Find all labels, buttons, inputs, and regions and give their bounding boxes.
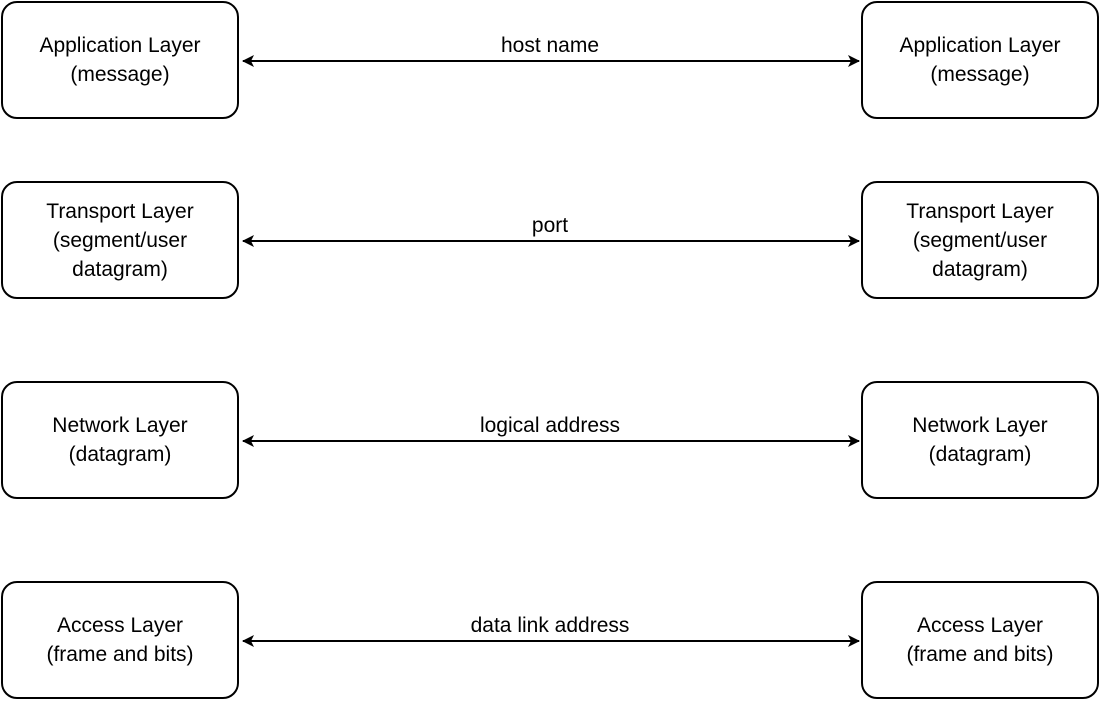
left-application-layer-unit: (message): [70, 63, 170, 86]
data-link-address-label: data link address: [470, 614, 630, 637]
right-access-layer-unit: (frame and bits): [906, 643, 1054, 666]
right-application-layer-unit: (message): [930, 63, 1030, 86]
left-access-layer-title: Access Layer: [56, 614, 184, 637]
left-network-layer-unit: (datagram): [68, 443, 172, 466]
right-access-layer-box: Access Layer (frame and bits): [861, 581, 1099, 699]
left-transport-layer-unit-cont: datagram): [72, 257, 168, 281]
right-application-layer-box: Application Layer (message): [861, 1, 1099, 119]
right-application-layer-title: Application Layer: [899, 34, 1061, 57]
port-label: port: [531, 214, 569, 237]
left-transport-layer-title: Transport Layer: [46, 199, 194, 223]
right-network-layer-title: Network Layer: [912, 414, 1048, 437]
right-transport-layer-title: Transport Layer: [906, 199, 1054, 223]
right-network-layer-box: Network Layer (datagram): [861, 381, 1099, 499]
left-network-layer-title: Network Layer: [52, 414, 188, 437]
left-access-layer-box: Access Layer (frame and bits): [1, 581, 239, 699]
left-access-layer-unit: (frame and bits): [46, 643, 194, 666]
right-transport-layer-unit-cont: datagram): [932, 257, 1028, 281]
left-application-layer-box: Application Layer (message): [1, 1, 239, 119]
left-application-layer-title: Application Layer: [39, 34, 201, 57]
right-network-layer-unit: (datagram): [928, 443, 1032, 466]
right-transport-layer-unit: (segment/user: [912, 228, 1048, 252]
host-name-label: host name: [500, 34, 600, 57]
logical-address-label: logical address: [479, 414, 621, 437]
left-transport-layer-unit: (segment/user: [52, 228, 188, 252]
left-transport-layer-box: Transport Layer (segment/user datagram): [1, 181, 239, 299]
left-network-layer-box: Network Layer (datagram): [1, 381, 239, 499]
right-transport-layer-box: Transport Layer (segment/user datagram): [861, 181, 1099, 299]
right-access-layer-title: Access Layer: [916, 614, 1044, 637]
